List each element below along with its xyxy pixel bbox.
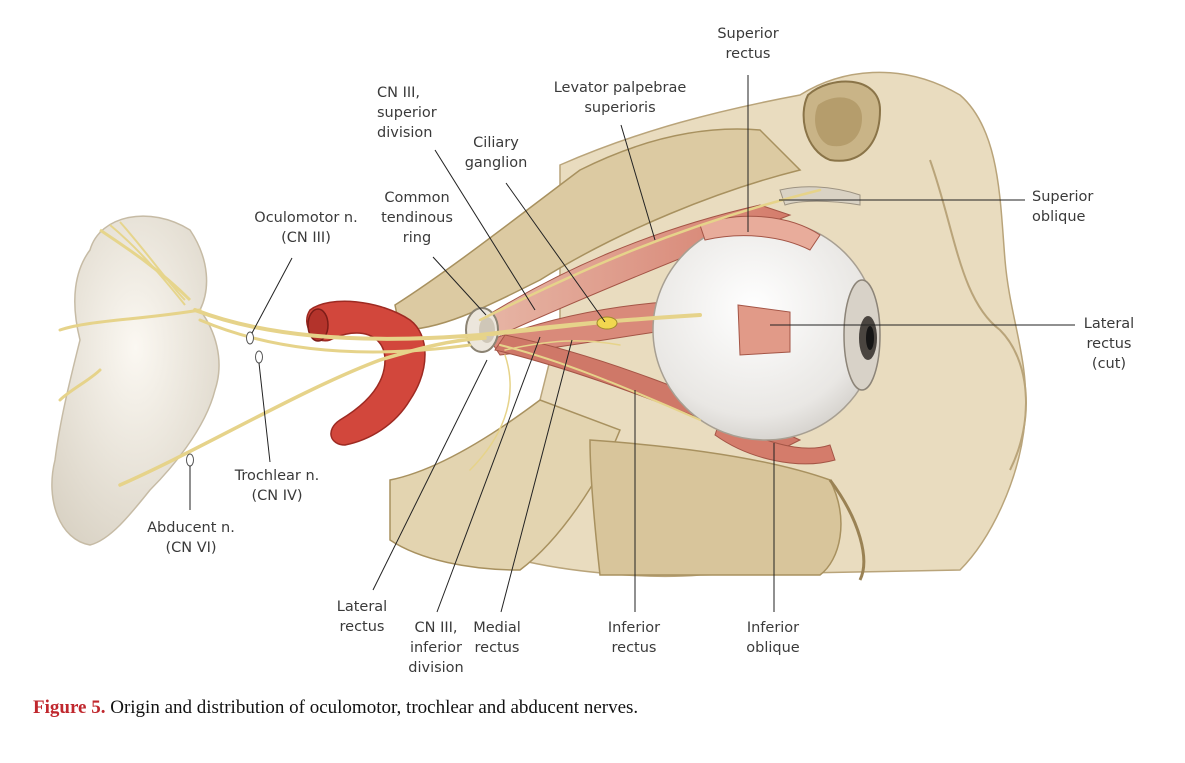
label-line: Inferior [746,620,800,636]
label-line: rectus [725,46,771,62]
label-ciliary-ganglion: Ciliary ganglion [456,133,536,173]
label-common-tendinous-ring: Common tendinous ring [376,188,458,248]
oculomotor-marker [246,331,254,345]
label-line: oblique [746,640,800,656]
label-line: Medial [473,620,521,636]
label-line: Inferior [607,620,661,636]
label-line: Ciliary [473,135,519,151]
label-trochlear-nerve: Trochlear n. (CN IV) [222,466,332,506]
label-line: Superior [1032,189,1094,205]
label-cn3-inferior-division: CN III, inferior division [401,618,471,678]
label-line: superioris [584,100,656,116]
label-cn3-superior-division: CN III, superior division [377,83,437,143]
label-medial-rectus: Medial rectus [464,618,530,658]
leader-lines [189,75,1075,613]
ciliary-ganglion [596,316,618,330]
label-line: rectus [1086,336,1132,352]
label-inferior-oblique: Inferior oblique [736,618,810,658]
label-line: (cut) [1091,356,1127,372]
label-line: Trochlear n. [234,468,320,484]
label-oculomotor-nerve: Oculomotor n. (CN III) [246,208,366,248]
label-line: ring [402,230,432,246]
label-line: (CN III) [281,230,331,246]
label-superior-oblique: Superior oblique [1032,187,1093,227]
eyeball [652,215,881,441]
abducent-marker [186,453,194,467]
label-line: Common [384,190,450,206]
label-line: tendinous [381,210,453,226]
label-line: (CN IV) [251,488,303,504]
label-line: Abducent n. [147,520,235,536]
nerves [58,188,822,487]
label-inferior-rectus: Inferior rectus [598,618,670,658]
label-abducent-nerve: Abducent n. (CN VI) [136,518,246,558]
internal-carotid-artery [306,300,426,446]
label-line: Oculomotor n. [254,210,358,226]
label-line: rectus [474,640,520,656]
label-line: inferior [409,640,463,656]
label-line: CN III, [377,85,421,101]
label-line: rectus [611,640,657,656]
brainstem [51,215,220,546]
label-line: division [408,660,464,676]
label-line: Superior [717,26,779,42]
label-line: division [377,125,433,141]
label-line: ganglion [464,155,528,171]
label-superior-rectus: Superior rectus [706,24,790,64]
figure-caption: Figure 5. Origin and distribution of ocu… [33,697,638,719]
label-lateral-rectus: Lateral rectus [330,597,394,637]
anatomy-illustration [51,71,1075,613]
label-line: rectus [339,619,385,635]
caption-text: Origin and distribution of oculomotor, t… [105,697,639,718]
label-line: superior [377,105,437,121]
figure-number: Figure 5. [33,697,106,718]
label-line: CN III, [414,620,458,636]
label-line: (CN VI) [165,540,217,556]
label-line: oblique [1032,209,1086,225]
label-lateral-rectus-cut: Lateral rectus (cut) [1078,314,1140,374]
trochlear-marker [255,350,263,364]
label-line: Lateral [1083,316,1135,332]
label-line: Levator palpebrae [553,80,687,96]
label-levator-palpebrae: Levator palpebrae superioris [540,78,700,118]
label-line: Lateral [336,599,388,615]
